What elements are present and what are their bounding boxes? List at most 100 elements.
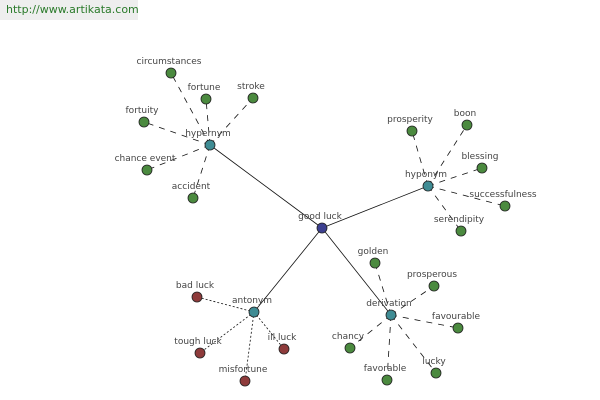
root-node-label: good luck — [298, 212, 342, 222]
word-node[interactable]: favourable — [432, 312, 481, 334]
word-node-dot — [278, 343, 290, 355]
word-node-dot — [138, 116, 150, 128]
root-node-dot — [316, 222, 328, 234]
word-node[interactable]: fortune — [188, 83, 221, 105]
relation-node-derivation-label: derivation — [366, 299, 412, 309]
word-node-dot — [165, 67, 177, 79]
word-node-dot — [187, 192, 199, 204]
relation-node-hyponym-label: hyponym — [405, 170, 447, 180]
word-node[interactable]: circumstances — [137, 57, 202, 79]
relation-node-antonym[interactable]: antonym — [232, 296, 272, 318]
word-node[interactable]: tough luck — [174, 337, 222, 359]
relation-node-hypernym[interactable]: hypernym — [185, 129, 231, 151]
word-node-label: boon — [454, 109, 476, 119]
edge-derivation-word — [390, 314, 437, 374]
word-node-label: chancy — [332, 332, 365, 342]
edge-hyponym-word — [411, 130, 429, 187]
edge-hypernym — [209, 144, 323, 229]
word-node-dot — [344, 342, 356, 354]
word-node-dot — [461, 119, 473, 131]
word-node-dot — [191, 291, 203, 303]
word-node-label: fortune — [188, 83, 221, 93]
word-node[interactable]: favorable — [364, 364, 407, 386]
edge-hypernym-word — [170, 72, 211, 146]
word-node[interactable]: prosperity — [387, 115, 434, 137]
word-node-label: tough luck — [174, 337, 222, 347]
word-node[interactable]: serendipity — [434, 215, 485, 237]
word-node[interactable]: blessing — [461, 152, 499, 174]
word-node-label: bad luck — [176, 281, 215, 291]
word-node-dot — [406, 125, 418, 137]
word-node[interactable]: ill luck — [268, 333, 298, 355]
word-node[interactable]: prosperous — [407, 270, 457, 292]
relation-node-hypernym-dot — [204, 139, 216, 151]
relation-node-derivation[interactable]: derivation — [366, 299, 412, 321]
word-node-label: ill luck — [268, 333, 298, 343]
edge-hyponym-word — [427, 124, 468, 187]
relation-node-hyponym[interactable]: hyponym — [405, 170, 447, 192]
word-node-label: stroke — [237, 82, 265, 92]
word-node-dot — [247, 92, 259, 104]
edge-derivation-word — [349, 314, 392, 349]
edge-hyponym-word — [427, 185, 506, 207]
word-node[interactable]: successfulness — [469, 190, 537, 212]
edge-hyponym — [321, 185, 429, 229]
word-node-label: favourable — [432, 312, 481, 322]
nodes: circumstances fortune stroke fortuity chance… — [115, 57, 537, 387]
word-node-dot — [452, 322, 464, 334]
word-node-dot — [194, 347, 206, 359]
edge-antonym — [253, 227, 323, 313]
word-node-label: chance event — [115, 154, 176, 164]
edge-hypernym-word — [192, 144, 211, 199]
word-node-dot — [141, 164, 153, 176]
word-node[interactable]: bad luck — [176, 281, 215, 303]
edge-hypernym-word — [205, 98, 211, 146]
edge-derivation-word — [374, 262, 392, 316]
relation-node-antonym-label: antonym — [232, 296, 272, 306]
relation-node-hyponym-dot — [422, 180, 434, 192]
word-node-dot — [381, 374, 393, 386]
word-node[interactable]: misfortune — [219, 365, 268, 387]
word-node-label: circumstances — [137, 57, 202, 67]
edge-hyponym-word — [427, 167, 483, 187]
word-node[interactable]: stroke — [237, 82, 265, 104]
word-node-dot — [200, 93, 212, 105]
word-node[interactable]: boon — [454, 109, 476, 131]
word-node-dot — [369, 257, 381, 269]
word-node-dot — [499, 200, 511, 212]
word-node-label: favorable — [364, 364, 407, 374]
word-node-label: accident — [172, 182, 211, 192]
edge-derivation-word — [390, 285, 435, 316]
edge-antonym-word — [244, 311, 255, 382]
word-node[interactable]: lucky — [422, 357, 446, 379]
word-node-label: successfulness — [469, 190, 537, 200]
edges — [143, 72, 506, 382]
word-node[interactable]: fortuity — [126, 106, 160, 128]
edge-antonym-word — [253, 311, 285, 350]
word-node[interactable]: accident — [172, 182, 211, 204]
word-node-dot — [430, 367, 442, 379]
word-node-label: fortuity — [126, 106, 160, 116]
word-node-dot — [455, 225, 467, 237]
relation-node-antonym-dot — [248, 306, 260, 318]
word-node-label: misfortune — [219, 365, 268, 375]
word-node-dot — [428, 280, 440, 292]
root-node[interactable]: good luck — [298, 212, 343, 234]
edge-hyponym-word — [427, 185, 462, 232]
word-node-label: prosperity — [387, 115, 433, 125]
relation-node-hypernym-label: hypernym — [185, 129, 231, 139]
word-node-label: prosperous — [407, 270, 457, 280]
relation-node-derivation-dot — [385, 309, 397, 321]
source-link[interactable]: http://www.artikata.com — [0, 0, 139, 20]
edge-antonym-word — [199, 311, 255, 354]
edge-derivation — [321, 227, 392, 316]
word-node-dot — [476, 162, 488, 174]
word-node[interactable]: golden — [358, 247, 389, 269]
word-node-label: golden — [358, 247, 389, 257]
edge-hypernym-word — [209, 97, 254, 146]
word-node-label: blessing — [461, 152, 498, 162]
word-node-label: serendipity — [434, 215, 485, 225]
word-node[interactable]: chance event — [115, 154, 176, 176]
word-node[interactable]: chancy — [332, 332, 365, 354]
